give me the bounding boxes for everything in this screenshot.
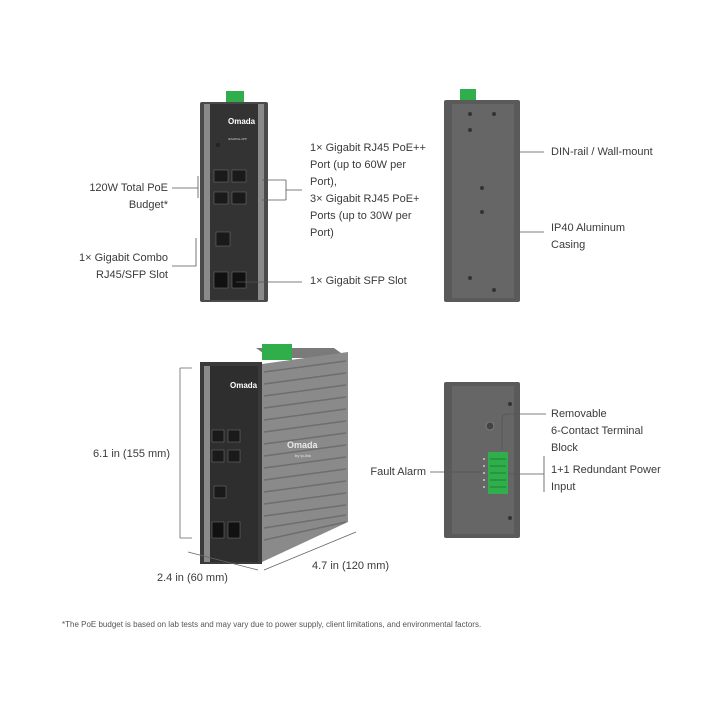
iso-side-logo: Omada — [287, 440, 319, 450]
iso-side-logo-sub: by tp-link — [295, 453, 311, 458]
side-terminal-block — [460, 89, 476, 101]
front-terminal-block — [226, 91, 244, 103]
rj45-port-group — [213, 169, 247, 205]
side-view-device — [444, 89, 520, 302]
side-callouts — [518, 151, 544, 233]
sfp-slot-label: 1× Gigabit SFP Slot — [310, 275, 407, 287]
footnote: *The PoE budget is based on lab tests an… — [62, 620, 482, 629]
fault-alarm-label: Fault Alarm — [370, 466, 426, 478]
power-panel-device — [444, 382, 520, 538]
iso-terminal-block — [262, 344, 292, 360]
iso-side-fins — [262, 352, 348, 562]
width-dimension-label: 2.4 in (60 mm) — [157, 572, 228, 584]
casing-label: IP40 Aluminum Casing — [551, 222, 625, 251]
front-model-label: IES206G-4PP — [228, 137, 247, 141]
din-rail-label: DIN-rail / Wall-mount — [551, 146, 653, 158]
isometric-device: Omada by tp-link Omada — [200, 344, 348, 564]
front-logo: Omada — [228, 117, 256, 126]
sfp-slot-2 — [231, 271, 247, 289]
terminal-block-label: Removable 6-Contact Terminal Block — [551, 408, 644, 454]
combo-slot-label: 1× Gigabit Combo RJ45/SFP Slot — [79, 252, 168, 281]
redundant-power-label: 1+1 Redundant Power Input — [551, 464, 661, 493]
front-callouts — [172, 176, 302, 283]
poe-ports-label: 1× Gigabit RJ45 PoE++ Port (up to 60W pe… — [310, 142, 426, 239]
poe-budget-label: 120W Total PoE Budget* — [89, 182, 168, 211]
front-view-device: Omada IES206G-4PP — [200, 91, 268, 302]
depth-dimension-label: 4.7 in (120 mm) — [312, 560, 390, 572]
height-dimension-label: 6.1 in (155 mm) — [92, 448, 170, 460]
sfp-slot-1 — [213, 271, 229, 289]
power-callouts — [430, 413, 546, 492]
dimension-lines — [179, 367, 357, 571]
combo-rj45-port — [215, 231, 231, 247]
iso-front-logo: Omada — [230, 381, 258, 390]
